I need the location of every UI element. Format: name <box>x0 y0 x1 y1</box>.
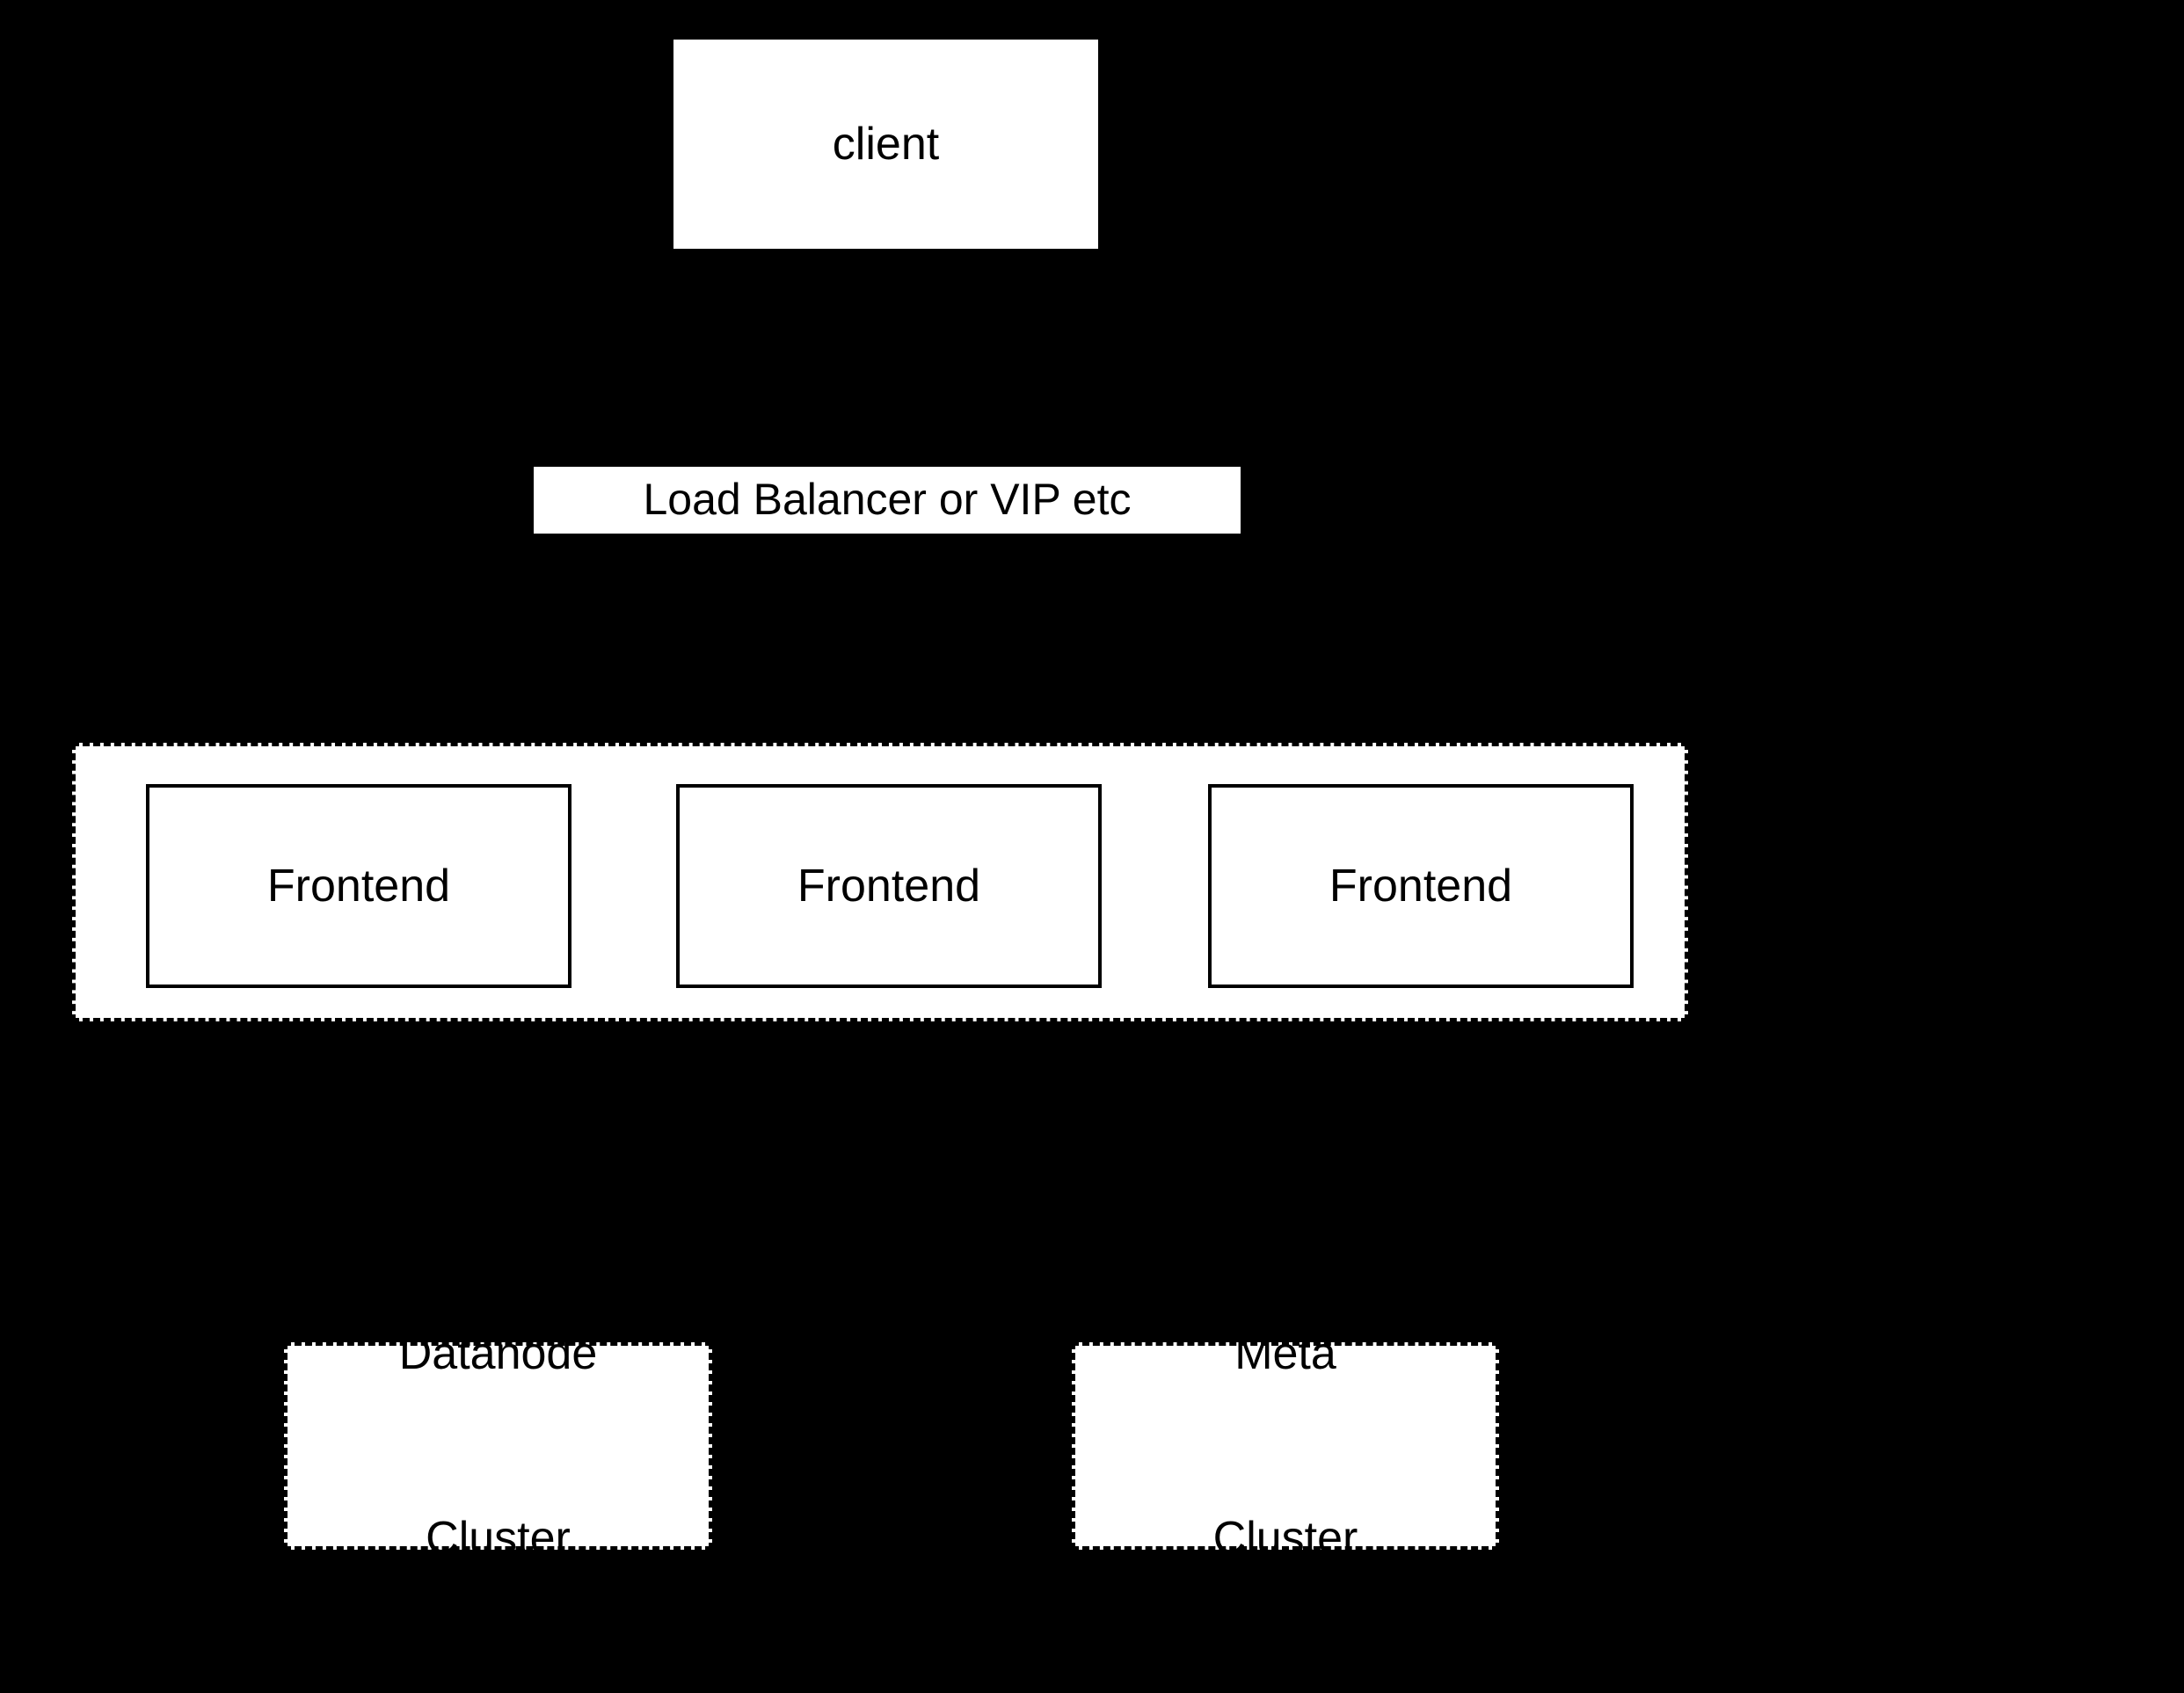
load-balancer-node: Load Balancer or VIP etc <box>534 467 1241 534</box>
datanode-cluster-line-1: Datanode <box>398 1327 598 1379</box>
architecture-diagram: client Load Balancer or VIP etc Frontend… <box>72 40 1688 1564</box>
frontend-node-1: Frontend <box>146 784 571 988</box>
frontend-group-container: Frontend Frontend Frontend <box>72 743 1688 1021</box>
frontend-node-1-label: Frontend <box>266 860 451 912</box>
frontend-node-3-label: Frontend <box>1329 860 1513 912</box>
meta-cluster-node: Meta Cluster <box>1072 1328 1499 1564</box>
client-node: client <box>673 40 1098 249</box>
datanode-cluster-node: Datanode Cluster <box>284 1328 712 1564</box>
frontend-node-2-label: Frontend <box>797 860 981 912</box>
meta-cluster-node-label: Meta Cluster <box>1213 1199 1358 1693</box>
frontend-node-2: Frontend <box>676 784 1102 988</box>
load-balancer-node-label: Load Balancer or VIP etc <box>643 475 1132 525</box>
client-node-label: client <box>832 118 940 170</box>
meta-cluster-line-1: Meta <box>1234 1327 1336 1379</box>
meta-cluster-line-2: Cluster <box>1212 1513 1358 1565</box>
frontend-node-3: Frontend <box>1208 784 1634 988</box>
datanode-cluster-node-label: Datanode Cluster <box>399 1199 598 1693</box>
datanode-cluster-line-2: Cluster <box>426 1513 571 1565</box>
